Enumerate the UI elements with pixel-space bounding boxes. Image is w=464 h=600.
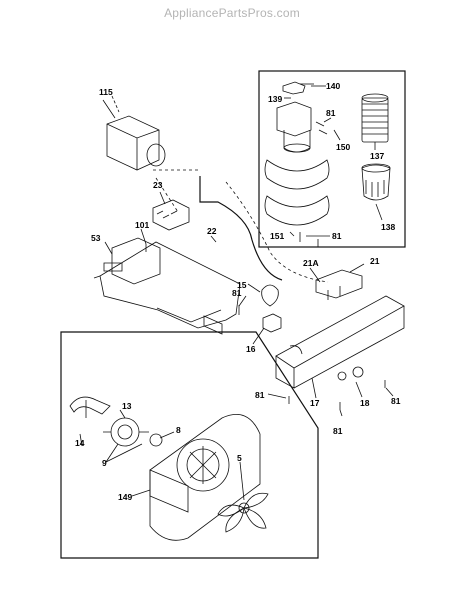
callout-21a: 21A <box>303 258 319 268</box>
callout-53: 53 <box>91 233 101 243</box>
callout-81-f: 81 <box>332 231 342 241</box>
callout-139: 139 <box>268 94 282 104</box>
callout-5: 5 <box>237 453 242 463</box>
watermark: AppliancePartsPros.com <box>164 6 300 20</box>
auger-motor-box <box>60 331 319 559</box>
callout-17: 17 <box>310 398 320 408</box>
callout-22: 22 <box>207 226 217 236</box>
dispenser-housing <box>93 95 405 417</box>
callout-14: 14 <box>75 438 85 448</box>
callout-81-e: 81 <box>326 108 336 118</box>
callout-101: 101 <box>135 220 149 230</box>
callout-151: 151 <box>270 231 284 241</box>
callout-150: 150 <box>336 142 350 152</box>
callout-81-c: 81 <box>333 426 343 436</box>
callout-16: 16 <box>246 344 256 354</box>
callout-137: 137 <box>370 151 384 161</box>
callout-labels: 115 23 101 53 22 15 81 16 21A 21 81 17 1… <box>75 81 401 502</box>
callout-21: 21 <box>370 256 380 266</box>
callout-81-a: 81 <box>232 288 242 298</box>
callout-115: 115 <box>99 87 113 97</box>
callout-138: 138 <box>381 222 395 232</box>
filter-inset <box>258 70 406 248</box>
callout-81-b: 81 <box>255 390 265 400</box>
callout-23: 23 <box>153 180 163 190</box>
callout-8: 8 <box>176 425 181 435</box>
callout-9: 9 <box>102 458 107 468</box>
callout-15: 15 <box>237 280 247 290</box>
callout-140: 140 <box>326 81 340 91</box>
callout-149: 149 <box>118 492 132 502</box>
callout-18: 18 <box>360 398 370 408</box>
callout-81-d: 81 <box>391 396 401 406</box>
callout-13: 13 <box>122 401 132 411</box>
